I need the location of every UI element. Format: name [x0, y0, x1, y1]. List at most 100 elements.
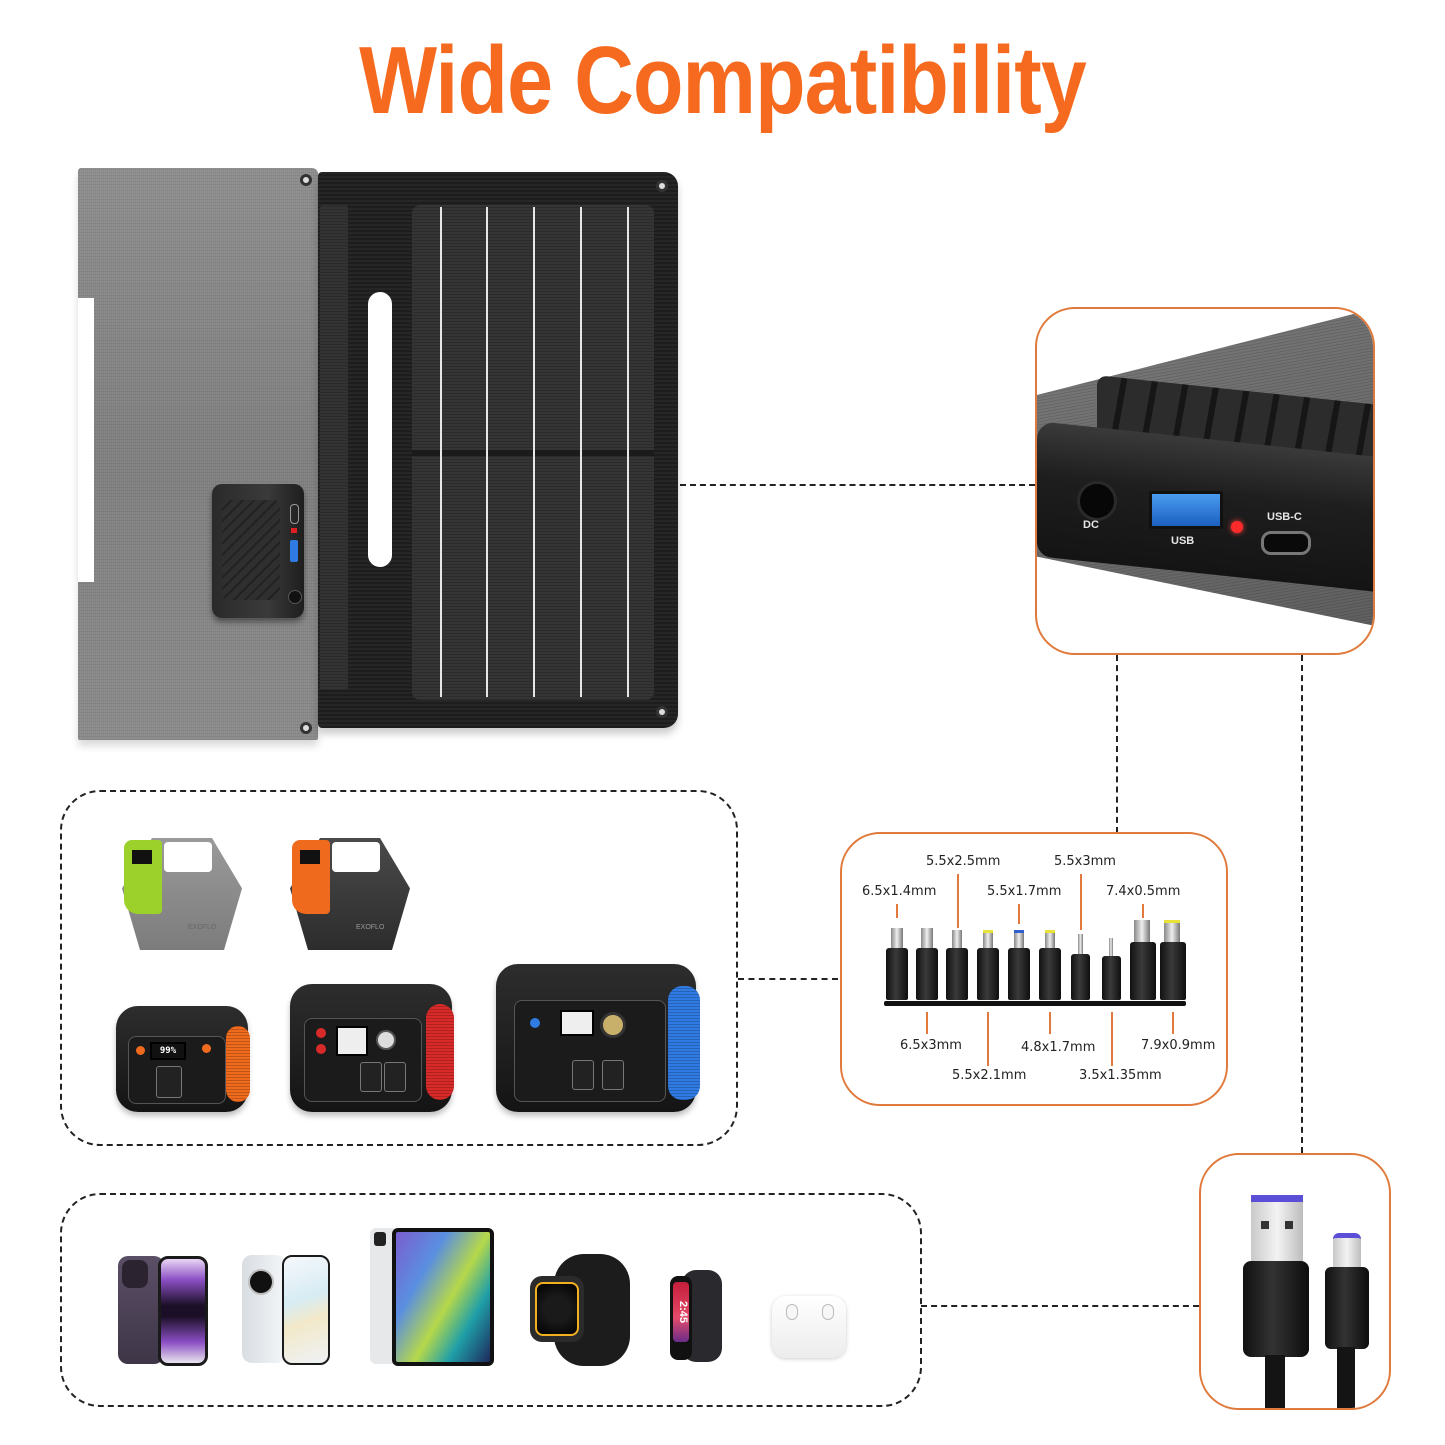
carry-handle-slot	[368, 292, 392, 567]
ac-outlet-icon	[156, 1066, 182, 1098]
earbud-icon	[822, 1304, 834, 1320]
usb-a-hole	[1261, 1221, 1269, 1229]
grommet-icon	[656, 180, 668, 192]
dc-plug-icon	[1102, 956, 1121, 1000]
device-smartwatch	[526, 1254, 634, 1368]
tips-holder-bar	[884, 1001, 1186, 1006]
usb-a-housing	[1243, 1261, 1309, 1357]
power-station-hex-orange: EXOFLO	[286, 836, 414, 954]
dc-plug-icon	[1008, 948, 1030, 1000]
led-indicator-icon	[291, 528, 297, 533]
usb-c-port-icon	[1261, 531, 1311, 555]
dc-plug-icon	[946, 948, 968, 1000]
device-airpods	[772, 1296, 848, 1360]
cable-wire	[1265, 1355, 1285, 1408]
ac-outlet-icon	[360, 1062, 382, 1092]
dc-plug-icon	[1160, 942, 1186, 1000]
port-label-usb-c: USB-C	[1267, 511, 1302, 523]
station-screen	[300, 850, 320, 864]
station-screen	[132, 850, 152, 864]
dc-port-icon	[288, 590, 302, 604]
tip-tick	[926, 1012, 928, 1034]
tip-tick	[1111, 1012, 1113, 1066]
dc-plug-icon	[1071, 954, 1090, 1000]
band-screen: 2:45	[673, 1282, 689, 1342]
tip-pin	[1014, 930, 1024, 953]
hex-station-handle	[332, 842, 380, 872]
station-screen: 99%	[150, 1042, 186, 1060]
usb-a-port-icon	[290, 540, 298, 562]
tip-label: 5.5x3mm	[1054, 854, 1116, 869]
page-title: Wide Compatibility	[359, 27, 1087, 134]
tip-pin	[1078, 934, 1083, 956]
tip-label: 5.5x1.7mm	[987, 884, 1062, 899]
tip-label: 7.4x0.5mm	[1106, 884, 1181, 899]
port-label-dc: DC	[1083, 519, 1099, 531]
station-screen	[560, 1010, 594, 1036]
busbar	[533, 207, 535, 697]
brand-label: EXOFLO	[356, 924, 385, 931]
dc-plug-icon	[1039, 948, 1061, 1000]
device-huawei-phone	[242, 1255, 332, 1367]
earbud-icon	[786, 1304, 798, 1320]
connector-devices-to-cable	[921, 1305, 1199, 1307]
usb-a-connector-icon	[1251, 1195, 1303, 1261]
tip-tick	[1018, 904, 1020, 924]
station-screen	[336, 1026, 368, 1056]
watch-face	[535, 1282, 579, 1336]
brand-label: EXOFLO	[188, 924, 217, 931]
usb-c-connector-icon	[1333, 1233, 1361, 1269]
device-iphone	[118, 1256, 210, 1368]
devices-group	[60, 1193, 922, 1407]
car-port-icon	[376, 1030, 396, 1050]
connector-panel-to-ports	[680, 484, 1035, 486]
power-station-cube-small: 99%	[116, 1006, 252, 1114]
power-station-cube-large	[496, 964, 702, 1114]
usb-c-port-icon	[290, 504, 299, 524]
grommet-icon	[656, 706, 668, 718]
tip-label: 4.8x1.7mm	[1021, 1040, 1096, 1055]
tip-pin	[952, 930, 962, 950]
station-button	[530, 1018, 540, 1028]
solar-cell-strip	[320, 205, 348, 690]
phone-screen	[158, 1256, 208, 1366]
usb-a-hole	[1285, 1221, 1293, 1229]
connector-stations-to-tips	[738, 978, 838, 980]
dc-plug-icon	[886, 948, 908, 1000]
busbar	[580, 207, 582, 697]
busbar	[627, 207, 629, 697]
tip-tick	[896, 904, 898, 918]
tip-pin	[921, 928, 933, 950]
power-stations-group	[60, 790, 738, 1146]
tip-label: 7.9x0.9mm	[1141, 1038, 1216, 1053]
busbar	[486, 207, 488, 697]
tip-pin	[1164, 920, 1180, 947]
usb-c-housing	[1325, 1267, 1369, 1349]
station-blue-side	[668, 986, 700, 1100]
tip-label: 6.5x1.4mm	[862, 884, 937, 899]
controller-tread-pattern	[222, 500, 280, 600]
station-button	[202, 1044, 211, 1053]
connector-ports-to-tips	[1116, 655, 1118, 833]
tip-tick	[1049, 1012, 1051, 1034]
station-button	[316, 1044, 326, 1054]
dc-port-icon	[1077, 481, 1117, 521]
camera-bump-icon	[122, 1260, 148, 1288]
tip-tick	[1080, 874, 1082, 930]
ac-outlet-icon	[602, 1060, 624, 1090]
tip-pin	[1045, 930, 1055, 953]
port-label-usb: USB	[1171, 535, 1195, 547]
busbar	[440, 207, 442, 697]
station-button	[136, 1046, 145, 1055]
ac-outlet-icon	[384, 1062, 406, 1092]
dc-plug-icon	[1130, 942, 1156, 1000]
grommet-icon	[300, 174, 312, 186]
ac-outlet-icon	[572, 1060, 594, 1090]
earbuds-case	[772, 1296, 846, 1358]
led-indicator-icon	[1231, 521, 1243, 533]
station-orange-side	[226, 1026, 250, 1102]
tip-label: 6.5x3mm	[900, 1038, 962, 1053]
connector-ports-to-cable	[1301, 655, 1303, 1153]
usb-a-port-icon	[1149, 491, 1223, 529]
tip-label: 3.5x1.35mm	[1079, 1068, 1162, 1083]
